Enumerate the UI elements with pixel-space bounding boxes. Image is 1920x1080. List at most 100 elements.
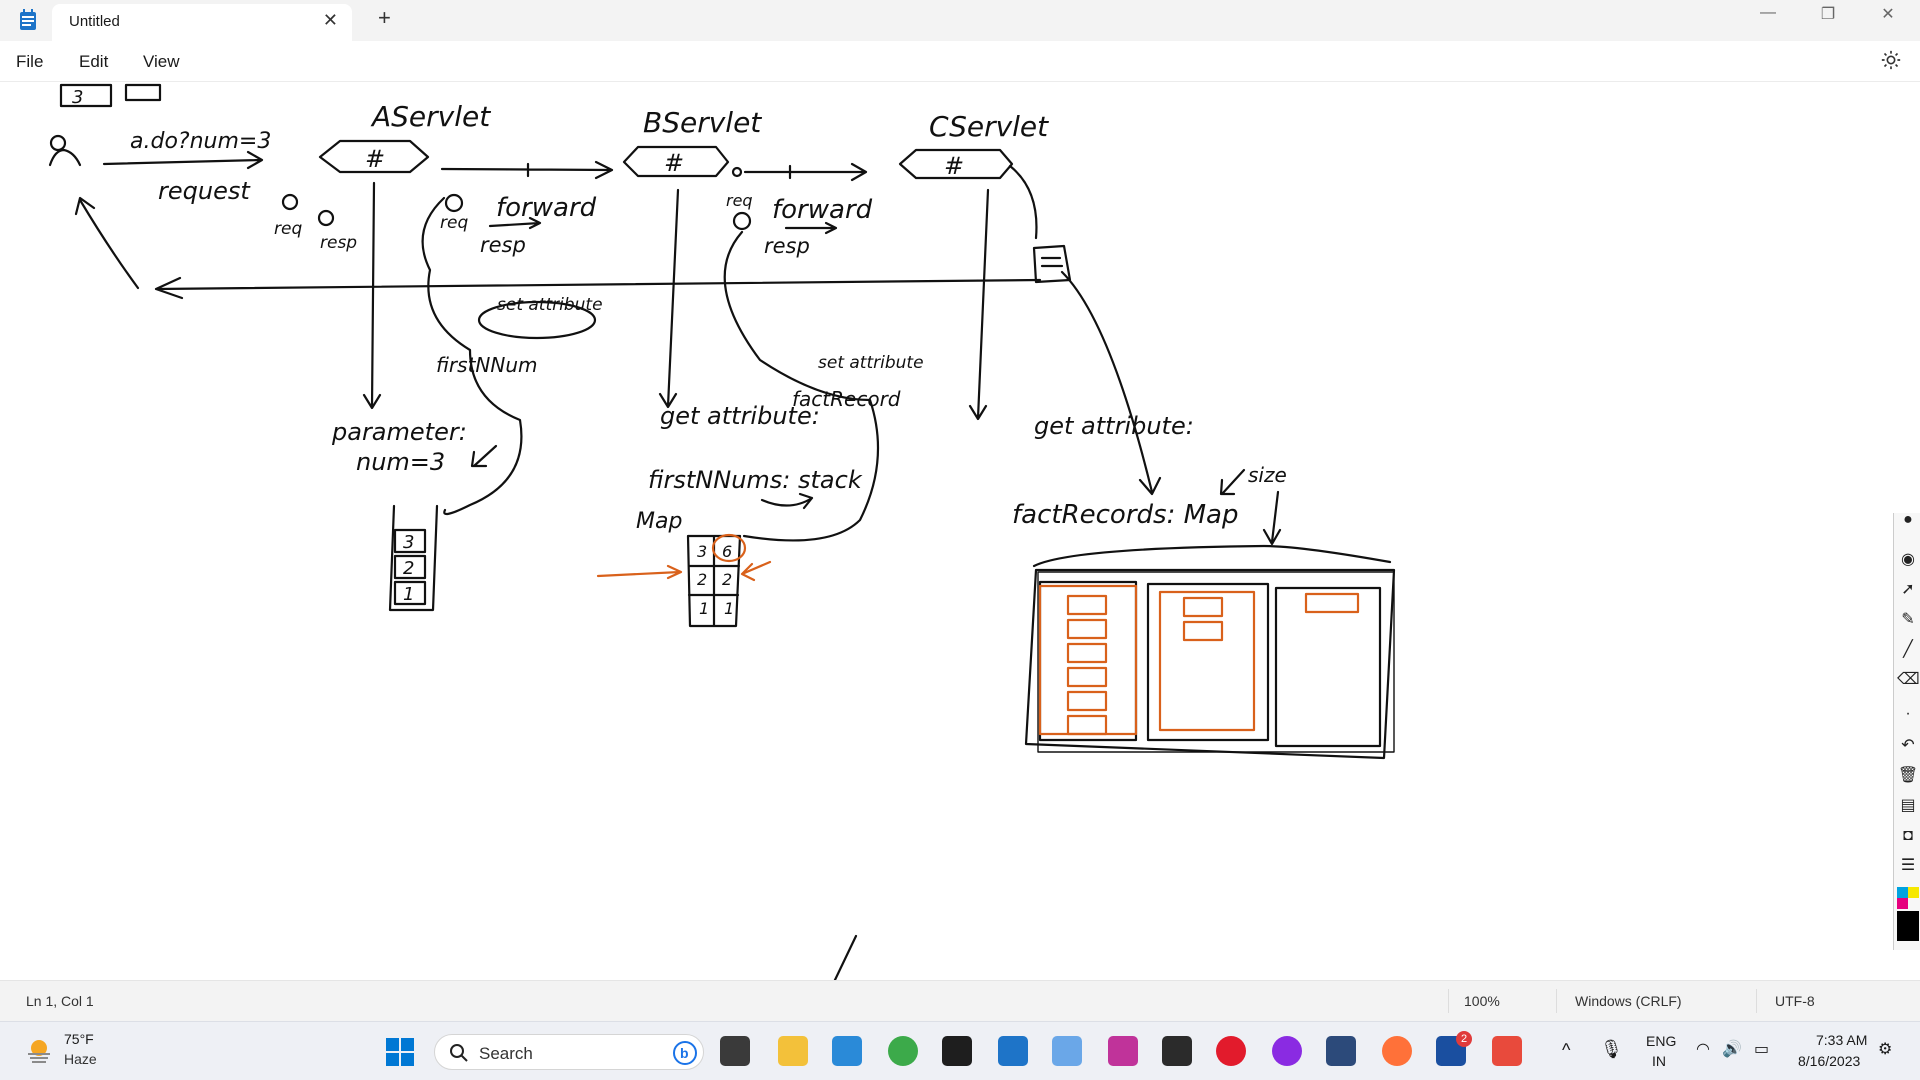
terminal-icon[interactable] — [942, 1036, 972, 1066]
drawing-canvas[interactable]: 3 a.do?num=3 request req resp AServlet #… — [0, 82, 1920, 980]
weather-description[interactable]: Haze — [64, 1051, 97, 1067]
microphone-icon[interactable]: 🎙 — [1600, 1039, 1623, 1059]
title-bar: Untitled ✕ + — ❐ ✕ — [0, 0, 1920, 41]
eraser-icon[interactable]: ⌫ — [1897, 671, 1920, 688]
app-bird-icon[interactable] — [1326, 1036, 1356, 1066]
map-value-0: 6 — [722, 542, 732, 561]
color-yellow-swatch[interactable] — [1908, 887, 1919, 898]
b-servlet-shape — [622, 145, 730, 178]
taskbar: 75°F Haze Search b 2 ^ — [0, 1021, 1920, 1080]
eye-icon[interactable]: ◉ — [1901, 551, 1915, 568]
line-ending: Windows (CRLF) — [1575, 993, 1682, 1009]
tab-title: Untitled — [69, 13, 120, 30]
language-bottom[interactable]: IN — [1652, 1053, 1666, 1069]
map-value-2: 1 — [724, 599, 734, 618]
delete-icon[interactable]: 🗑 — [1897, 767, 1919, 784]
a-req-label: req — [440, 213, 468, 233]
forward-label-1: forward — [496, 193, 597, 223]
paint-icon[interactable] — [1052, 1036, 1082, 1066]
a-servlet-hash: # — [365, 145, 385, 173]
parameter-label: parameter: — [331, 418, 467, 446]
color-cyan-swatch[interactable] — [1897, 887, 1908, 898]
color-magenta-swatch[interactable] — [1897, 898, 1908, 909]
a-req-circle — [444, 193, 464, 213]
board-icon[interactable]: ▤ — [1900, 797, 1916, 814]
user-figure-icon — [48, 134, 82, 167]
status-bar: Ln 1, Col 1 100% Windows (CRLF) UTF-8 — [0, 980, 1920, 1021]
minimize-button[interactable]: — — [1760, 4, 1776, 21]
firefox-icon[interactable] — [1382, 1036, 1412, 1066]
camera-icon[interactable]: ◘ — [1903, 827, 1913, 844]
color-black-swatch[interactable] — [1897, 911, 1919, 941]
b-req-circle — [732, 211, 752, 231]
document-icon — [1032, 244, 1072, 284]
tray-overflow-chevron-icon[interactable]: ^ — [1562, 1040, 1571, 1060]
map-table — [686, 534, 742, 628]
a-resp-label: resp — [480, 233, 526, 257]
menu-edit[interactable]: Edit — [79, 52, 109, 71]
start-windows-icon[interactable] — [385, 1037, 415, 1067]
clock-date[interactable]: 8/16/2023 — [1798, 1053, 1861, 1069]
taskbar-search[interactable]: Search b — [434, 1034, 704, 1070]
app-red-icon[interactable] — [1492, 1036, 1522, 1066]
pointer-icon[interactable]: ➚ — [1901, 581, 1915, 598]
clock-time[interactable]: 7:33 AM — [1816, 1032, 1868, 1048]
undo-icon[interactable]: ↶ — [1901, 737, 1915, 754]
a-down-arrow — [362, 181, 382, 410]
stack-cell-2 — [393, 580, 427, 606]
language-top[interactable]: ENG — [1646, 1033, 1677, 1049]
fact-records-map-label: factRecords: Map — [1012, 500, 1238, 530]
pin-icon[interactable]: ● — [1903, 511, 1913, 528]
get-attribute-label-c: get attribute: — [1034, 412, 1194, 440]
task-view-icon[interactable] — [720, 1036, 750, 1066]
map-label: Map — [636, 509, 682, 534]
wifi-icon[interactable]: ◠ — [1696, 1041, 1710, 1058]
request-arrow — [102, 150, 264, 170]
num-pointer-arrow — [470, 444, 498, 468]
battery-icon[interactable]: ▭ — [1754, 1041, 1770, 1058]
top-box-value: 3 — [72, 87, 83, 108]
tab-untitled[interactable]: Untitled ✕ — [52, 4, 352, 41]
notifications-icon[interactable]: ⚙ — [1878, 1041, 1893, 1058]
bucket-2 — [1146, 582, 1270, 742]
volume-icon[interactable]: 🔊 — [1722, 1041, 1742, 1058]
restore-button[interactable]: ❐ — [1820, 6, 1836, 23]
new-tab-button[interactable]: + — [378, 5, 391, 30]
notepad-icon[interactable] — [998, 1036, 1028, 1066]
close-tab-icon[interactable]: ✕ — [322, 10, 338, 30]
dot-icon[interactable]: · — [1905, 705, 1911, 722]
map-value-1: 2 — [722, 570, 732, 589]
req-label: req — [274, 219, 302, 239]
settings-gear-icon[interactable] — [1880, 49, 1902, 71]
a-servlet-label: AServlet — [370, 100, 491, 133]
stack-container — [388, 504, 439, 612]
opera-icon[interactable] — [1216, 1036, 1246, 1066]
pen-icon[interactable]: ✎ — [1901, 611, 1915, 628]
file-explorer-icon[interactable] — [778, 1036, 808, 1066]
vscode-icon[interactable] — [832, 1036, 862, 1066]
chrome-icon[interactable] — [888, 1036, 918, 1066]
menu-bar: File Edit View — [0, 41, 1920, 82]
app-mask-icon[interactable] — [1272, 1036, 1302, 1066]
menu-view[interactable]: View — [143, 52, 180, 71]
bing-icon[interactable]: b — [673, 1041, 697, 1065]
b-down-arrow — [658, 188, 680, 409]
app-icon[interactable] — [1108, 1036, 1138, 1066]
forward-label-2: forward — [772, 195, 873, 225]
menu-file[interactable]: File — [16, 52, 44, 71]
weather-haze-icon[interactable] — [24, 1036, 54, 1066]
a-servlet-shape — [318, 139, 430, 174]
b-dot — [731, 166, 743, 178]
clipboard-icon[interactable]: ☰ — [1900, 857, 1916, 874]
set-attribute-ellipse — [477, 300, 597, 340]
set-attribute-label-2: set attribute — [818, 353, 924, 373]
line-icon[interactable]: ╱ — [1903, 641, 1913, 658]
stray-stroke — [833, 934, 858, 980]
close-window-button[interactable]: ✕ — [1881, 6, 1895, 23]
notification-badge: 2 — [1456, 1031, 1472, 1047]
forward-arrow-1 — [488, 216, 542, 230]
b-resp-label: resp — [764, 234, 810, 258]
map-key-0: 3 — [697, 542, 707, 561]
weather-temperature[interactable]: 75°F — [64, 1031, 94, 1047]
mysql-icon[interactable] — [1162, 1036, 1192, 1066]
